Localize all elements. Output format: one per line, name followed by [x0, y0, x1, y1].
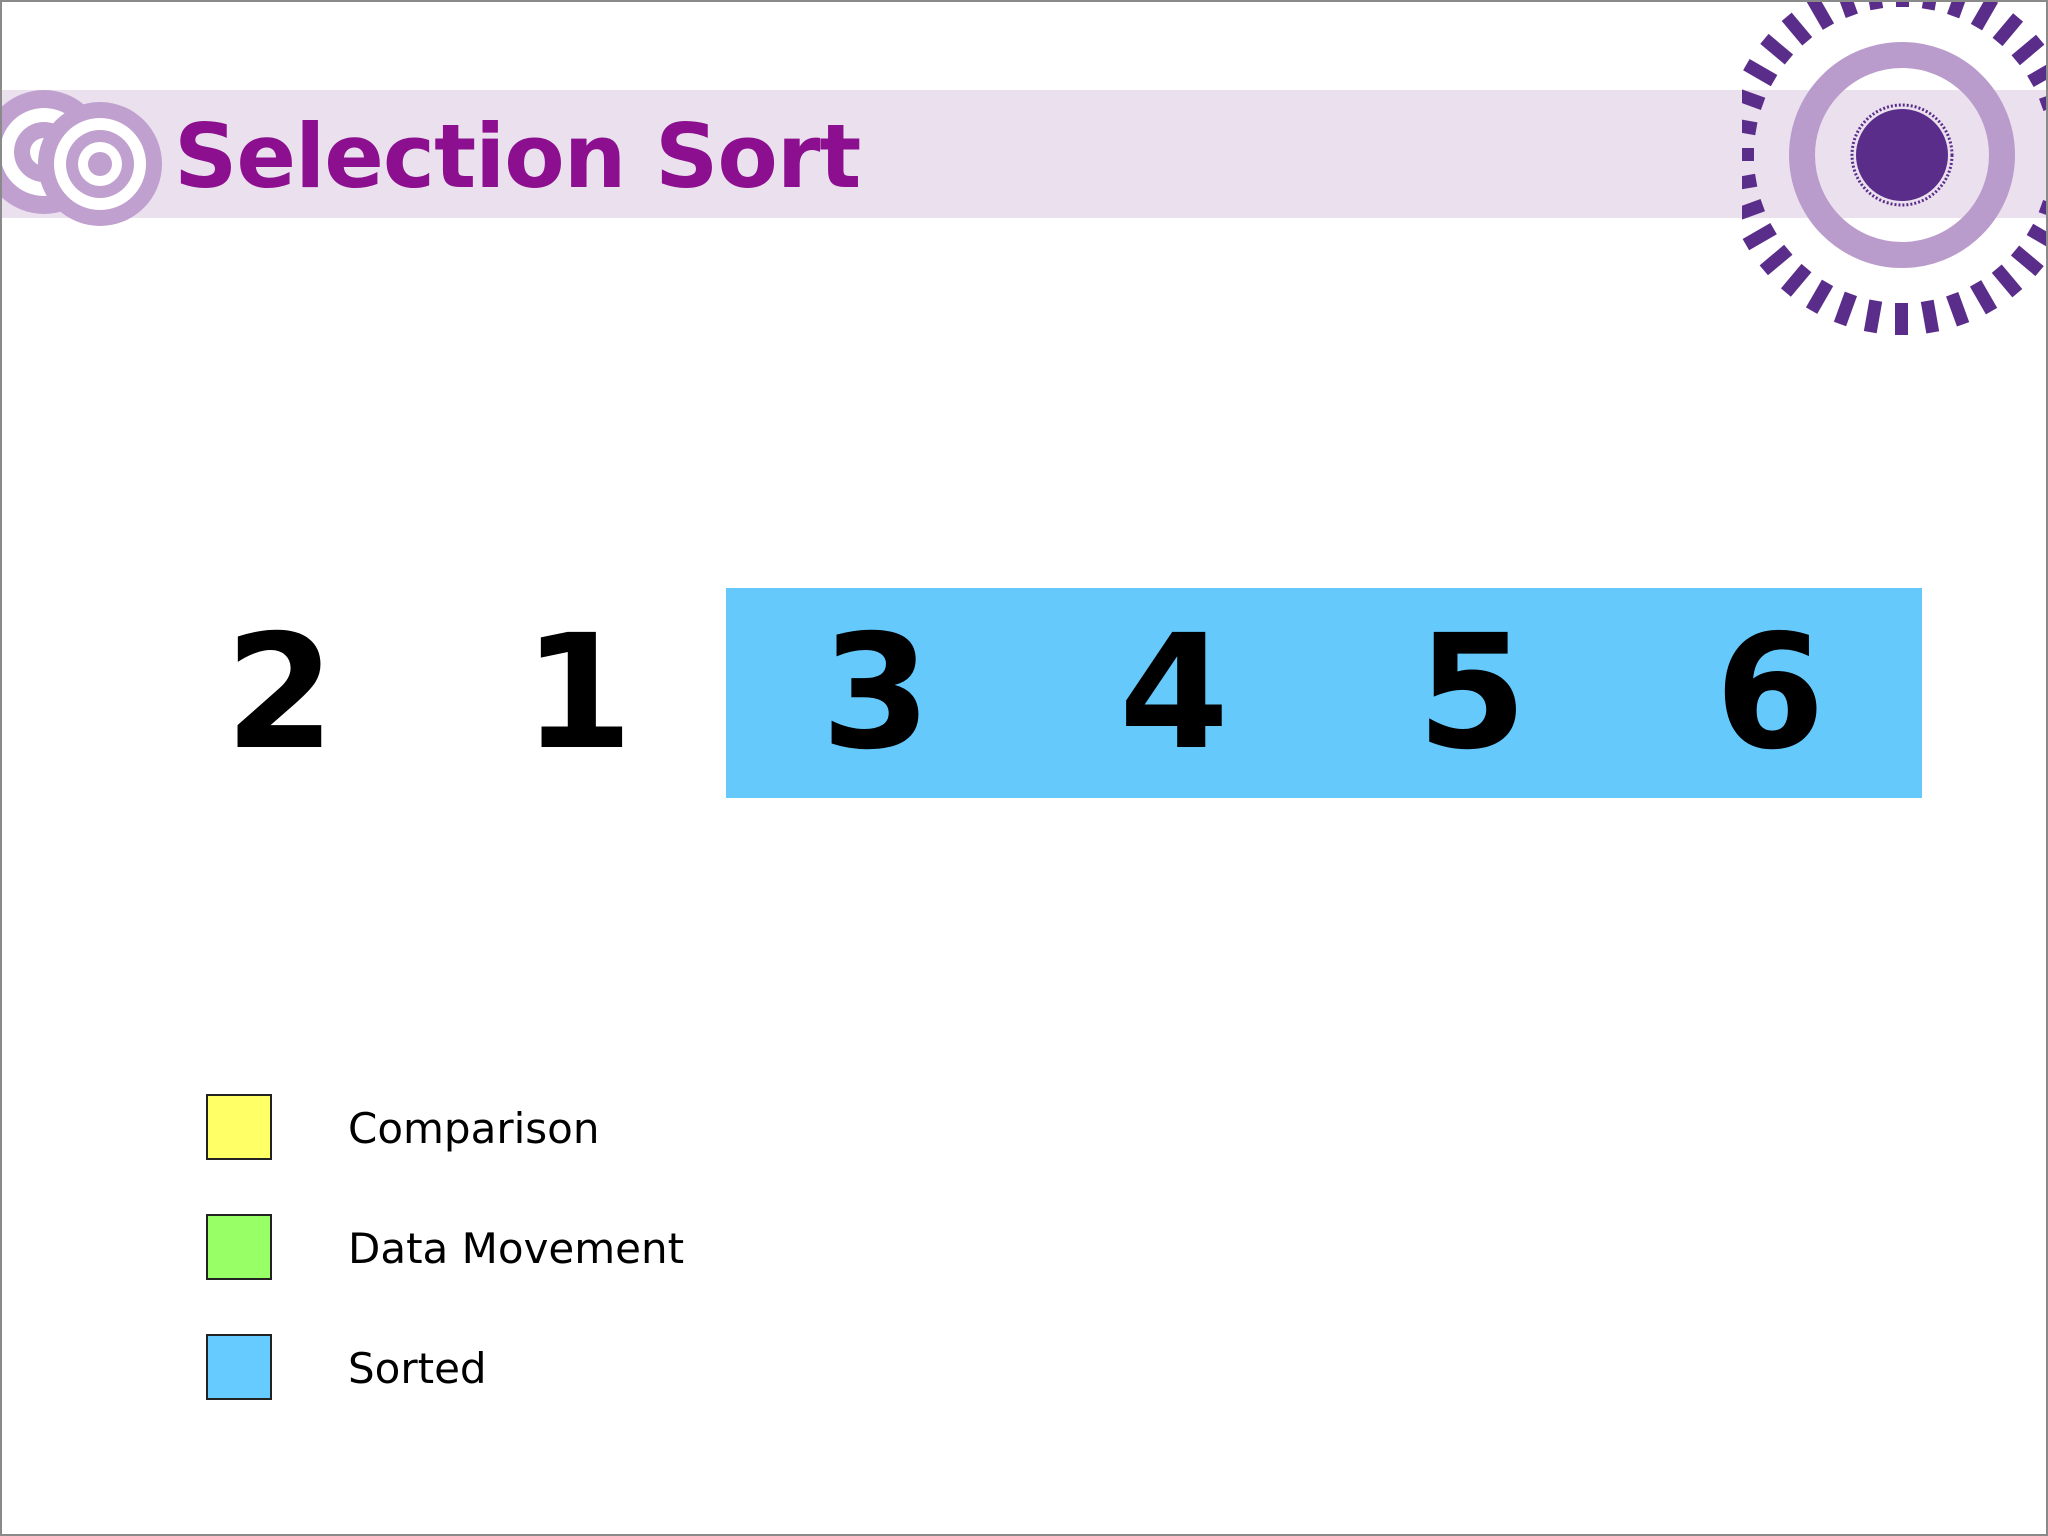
- concentric-circles-logo-icon: [2, 90, 162, 226]
- legend-label: Data Movement: [348, 1224, 685, 1273]
- sunburst-tick: [1946, 2, 1971, 19]
- sunburst-tick: [1742, 148, 1754, 161]
- sunburst-tick: [1991, 264, 2023, 298]
- sunburst-tick: [2027, 59, 2046, 88]
- sunburst-tick: [1863, 299, 1883, 334]
- sunburst-tick: [1742, 116, 1758, 136]
- array-item-2: 1: [523, 601, 633, 785]
- sunburst-tick: [1760, 33, 1794, 65]
- sunburst-tick: [1759, 244, 1793, 276]
- sunburst-tick: [1864, 2, 1884, 11]
- sunburst-tick: [2039, 87, 2046, 111]
- sunburst-tick: [1834, 2, 1858, 18]
- sunburst-tick: [2010, 245, 2044, 277]
- sorted-region-highlight: [726, 588, 1922, 798]
- legend-swatch-comparison: [206, 1094, 272, 1160]
- array-item-5: 5: [1417, 601, 1527, 785]
- page-title: Selection Sort: [174, 105, 861, 208]
- sunburst-tick: [1946, 292, 1970, 327]
- sunburst-tick: [1992, 13, 2024, 47]
- sunburst-tick: [1742, 86, 1766, 111]
- sunburst-tick: [2011, 34, 2045, 66]
- legend-swatch-sorted: [206, 1334, 272, 1400]
- sunburst-tick: [1781, 12, 1813, 46]
- legend-label: Comparison: [348, 1104, 600, 1153]
- sunburst-tick: [1805, 279, 1834, 314]
- sunburst-tick: [1970, 2, 1999, 31]
- sunburst-tick: [1742, 199, 1765, 223]
- sunburst-tick: [1743, 58, 1778, 87]
- array-item-3: 3: [821, 601, 931, 785]
- legend-swatch-data-movement: [206, 1214, 272, 1280]
- sunburst-tick: [2038, 199, 2046, 224]
- sunburst-tick: [1742, 173, 1758, 193]
- sunburst-tick: [1921, 2, 1941, 11]
- sunburst-tick: [1806, 2, 1835, 30]
- legend-label: Sorted: [348, 1344, 487, 1393]
- sunburst-tick: [1896, 2, 1909, 7]
- sunburst-tick: [1969, 280, 1998, 315]
- sunburst-tick: [1742, 222, 1777, 251]
- array-item-1: 2: [225, 601, 335, 785]
- title-band: [2, 90, 2046, 218]
- sunburst-tick: [2026, 223, 2046, 252]
- array-item-6: 6: [1715, 601, 1825, 785]
- sunburst-tick: [1780, 263, 1812, 297]
- sunburst-tick: [1895, 303, 1908, 335]
- sunburst-tick: [1833, 291, 1858, 327]
- sunburst-tick: [1920, 299, 1940, 334]
- array-item-4: 4: [1119, 601, 1229, 785]
- sunburst-ring-decor-icon: [1742, 2, 2046, 335]
